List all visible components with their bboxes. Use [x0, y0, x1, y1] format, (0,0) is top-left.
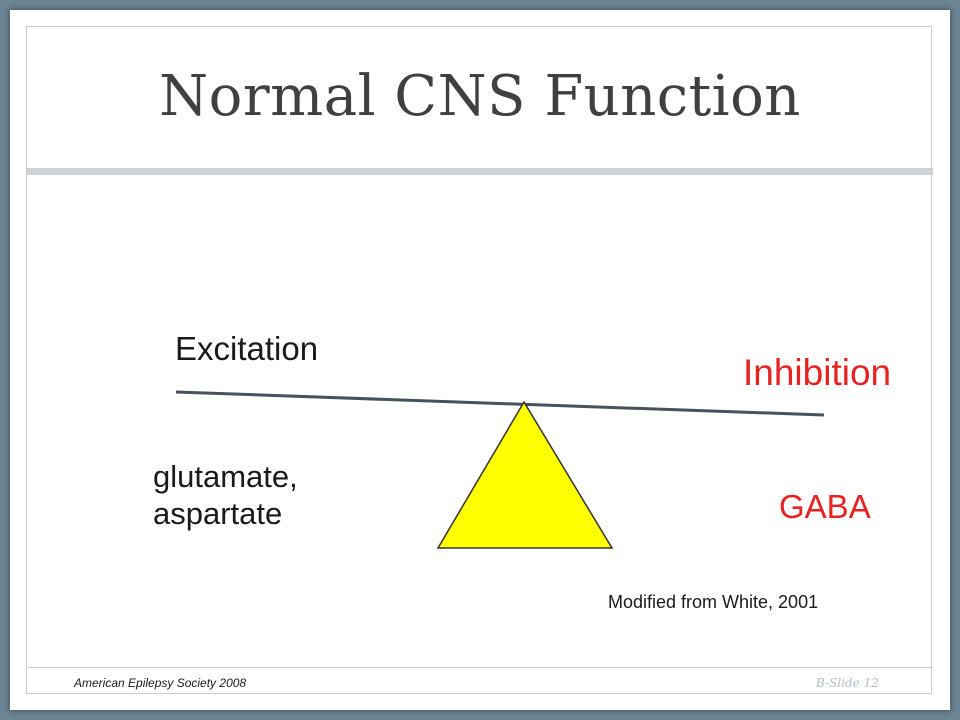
slide-title: Normal CNS Function: [159, 64, 801, 129]
citation: Modified from White, 2001: [608, 592, 819, 612]
inhibitory-agent: GABA: [779, 488, 871, 525]
footer-source: American Epilepsy Society 2008: [74, 676, 247, 690]
fulcrum-triangle: [436, 400, 614, 549]
title-divider: [27, 168, 933, 175]
slide-border: [26, 26, 932, 694]
balance-scale-diagram: [175, 390, 825, 549]
balance-beam: [175, 390, 825, 417]
footer-divider: [27, 667, 933, 668]
slide: Normal CNS Function Excitation Inhibitio…: [10, 10, 950, 710]
inhibition-label: Inhibition: [743, 352, 892, 393]
excitation-label: Excitation: [175, 330, 319, 367]
excitatory-agent: glutamate,: [153, 459, 298, 494]
excitatory-agents: glutamate, aspartate: [153, 458, 298, 532]
excitatory-agent: aspartate: [153, 496, 283, 531]
slide-number: B-Slide 12: [816, 676, 879, 690]
